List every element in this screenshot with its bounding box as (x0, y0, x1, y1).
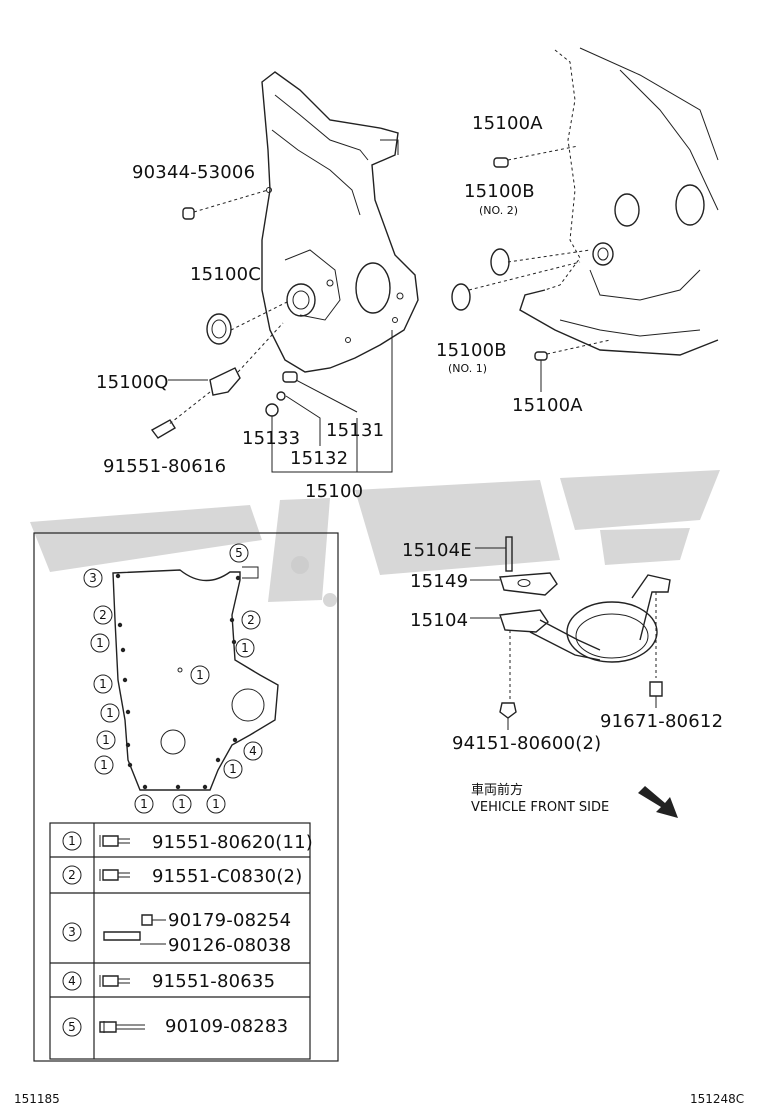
bolt-marker: 2 (241, 610, 261, 630)
watermark-logo (30, 470, 720, 607)
legend-part-90109-08283: 90109-08283 (165, 1016, 288, 1037)
bolt-marker: 1 (90, 633, 110, 653)
bolt-layout-box (33, 532, 339, 1062)
bolt-marker: 1 (96, 730, 116, 750)
figure-code-left: 151185 (14, 1092, 60, 1106)
bolt-marker: 1 (94, 755, 114, 775)
label-no2: (NO. 2) (479, 204, 518, 217)
bolt-marker: 3 (83, 568, 103, 588)
label-vehicle-front-en: VEHICLE FRONT SIDE (471, 800, 609, 815)
label-15131: 15131 (326, 420, 384, 441)
bolt-marker: 4 (243, 741, 263, 761)
bolt-marker: 1 (93, 674, 113, 694)
svg-text:2: 2 (99, 608, 107, 622)
legend-row-2: 2 3 91551-C0830(2) (62, 865, 302, 887)
svg-text:1: 1 (178, 797, 186, 811)
legend-row-3: 3 90179-08254 90126-08038 (62, 910, 291, 956)
bolt-marker: 1 (100, 703, 120, 723)
label-91551-80616: 91551-80616 (103, 456, 226, 477)
sensor-15100Q (167, 322, 284, 426)
label-15133: 15133 (242, 428, 300, 449)
parts-15131-15133 (265, 371, 298, 417)
svg-text:3: 3 (89, 571, 97, 585)
label-15100Q: 15100Q (96, 372, 169, 393)
svg-text:1: 1 (212, 797, 220, 811)
label-vehicle-front-jp: 車両前方 (471, 782, 523, 798)
label-15132: 15132 (290, 448, 348, 469)
oil-seal-15100C (206, 301, 288, 345)
label-15100B-no1: 15100B (436, 340, 507, 361)
label-15100A-bottom: 15100A (512, 395, 583, 416)
svg-text:1: 1 (106, 706, 114, 720)
legend-part-90126-08038: 90126-08038 (168, 935, 291, 956)
svg-text:1: 1 (102, 733, 110, 747)
oring-15100B-no1 (451, 261, 581, 311)
label-94151-80600: 94151-80600(2) (452, 733, 601, 754)
part-labels: 90344-53006 15100C 15100Q 91551-80616 15… (14, 113, 744, 1106)
svg-text:5: 5 (68, 1020, 76, 1034)
legend-part-91551-C0830: 91551-C0830(2) (152, 866, 302, 887)
legend-row-1: 1 91551-80620(11) (62, 831, 313, 853)
bolt-marker: 1 (206, 794, 226, 814)
bolt-marker: 1 (190, 665, 210, 685)
svg-text:4: 4 (68, 974, 76, 988)
timing-cover-illustration (261, 71, 419, 373)
bolt-markers: 5 3 2 2 1 1 1 1 1 1 1 4 1 1 1 1 (83, 543, 263, 814)
pin-15100A-bottom (534, 339, 611, 392)
legend-part-90179-08254: 90179-08254 (168, 910, 291, 931)
plug-90344 (182, 189, 269, 220)
figure-code-right: 151248C (690, 1092, 744, 1106)
svg-text:1: 1 (241, 641, 249, 655)
bolt-marker: 1 (235, 638, 255, 658)
label-15149: 15149 (410, 571, 468, 592)
pin-15100A-top (493, 145, 579, 168)
svg-text:1: 1 (99, 677, 107, 691)
bolt-91551-80616 (150, 419, 176, 439)
bolt-marker: 5 (229, 543, 249, 563)
bolt-marker: 2 (93, 605, 113, 625)
label-15104E: 15104E (402, 540, 472, 561)
bolt-legend-table: 1 91551-80620(11) 2 3 91551-C0830(2) 3 9… (49, 822, 313, 1060)
bolt-marker: 1 (134, 794, 154, 814)
label-15100A-top: 15100A (472, 113, 543, 134)
svg-text:1: 1 (229, 762, 237, 776)
label-no1: (NO. 1) (448, 362, 487, 375)
engine-block-illustration (519, 47, 719, 356)
leader-lines-cover (168, 330, 393, 473)
svg-text:5: 5 (235, 546, 243, 560)
legend-row-4: 4 91551-80635 (62, 971, 275, 992)
svg-text:1: 1 (100, 758, 108, 772)
legend-row-5: 5 90109-08283 (62, 1016, 288, 1037)
svg-text:3: 3 (68, 925, 76, 939)
svg-text:1: 1 (96, 636, 104, 650)
oring-15100B-no2 (490, 248, 591, 276)
label-90344-53006: 90344-53006 (132, 162, 255, 183)
bolt-marker: 1 (172, 794, 192, 814)
svg-text:1: 1 (68, 834, 76, 848)
svg-text:2: 2 (247, 613, 255, 627)
oil-strainer-illustration (470, 536, 671, 730)
svg-text:1: 1 (140, 797, 148, 811)
label-91671-80612: 91671-80612 (600, 711, 723, 732)
legend-part-91551-80635: 91551-80635 (152, 971, 275, 992)
legend-part-91551-80620: 91551-80620(11) (152, 832, 313, 853)
bolt-marker: 1 (223, 759, 243, 779)
label-15104: 15104 (410, 610, 468, 631)
svg-text:1: 1 (196, 668, 204, 682)
svg-text:4: 4 (249, 744, 257, 758)
svg-text:2: 2 (68, 868, 76, 882)
label-15100: 15100 (305, 481, 363, 502)
label-15100C: 15100C (190, 264, 261, 285)
vehicle-front-arrow-icon (638, 786, 678, 818)
label-15100B-no2: 15100B (464, 181, 535, 202)
